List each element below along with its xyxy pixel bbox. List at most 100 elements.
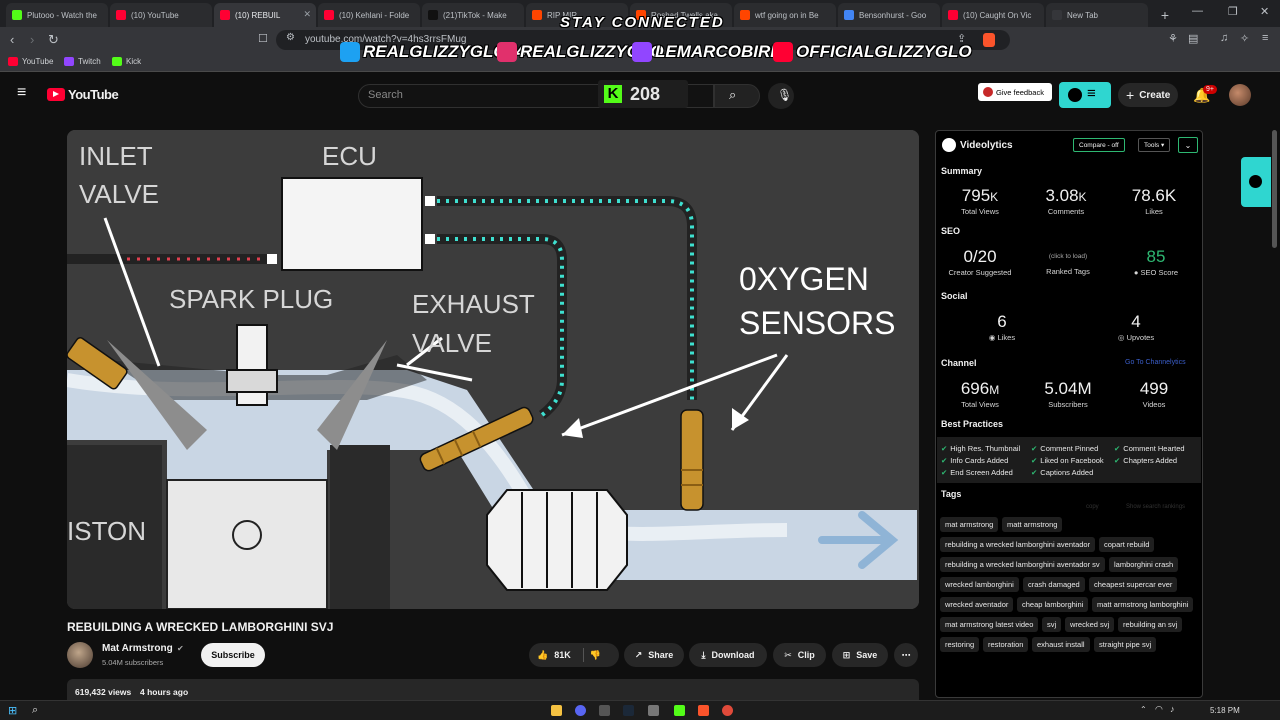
page-scrollbar[interactable]	[1272, 130, 1277, 248]
social-likes-label: ◉ Likes	[962, 333, 1042, 342]
download-button[interactable]: ⤓Download	[689, 643, 767, 667]
browser-tab[interactable]: wtf going on in Be	[734, 3, 836, 27]
extensions-icon[interactable]: ⚘	[1168, 33, 1178, 45]
video-player[interactable]: INLET VALVE ECU SPARK PLUG EXHAUST VALVE…	[67, 130, 919, 609]
browser-tab[interactable]: Roshad Twells aka	[630, 3, 732, 27]
copy-tags-link[interactable]: copy	[1086, 504, 1099, 510]
tag-chip[interactable]: wrecked aventador	[940, 597, 1014, 612]
subscribe-button[interactable]: Subscribe	[201, 643, 265, 667]
app-icon[interactable]	[599, 705, 610, 716]
browser-tab[interactable]: (10) REBUIL✕	[214, 3, 316, 27]
chrome-icon[interactable]	[722, 705, 733, 716]
forward-icon[interactable]: ›	[30, 32, 35, 47]
tag-chip[interactable]: straight pipe svj	[1094, 637, 1157, 652]
hamburger-menu-icon[interactable]: ≡	[17, 84, 27, 101]
close-tab-icon[interactable]: ✕	[303, 9, 311, 19]
tag-chip[interactable]: exhaust install	[1032, 637, 1090, 652]
media-icon[interactable]: ♫	[1220, 32, 1229, 44]
tag-chip[interactable]: lamborghini crash	[1109, 557, 1179, 572]
give-feedback-button[interactable]: Give feedback	[978, 83, 1052, 101]
bookmark-kick[interactable]: Kick	[112, 57, 141, 66]
menu-icon[interactable]: ≡	[1262, 32, 1269, 44]
tray-wifi-icon[interactable]: ◠	[1155, 704, 1163, 714]
user-avatar[interactable]	[1229, 84, 1251, 106]
address-bar[interactable]	[276, 30, 1010, 50]
tag-chip[interactable]: svj	[1042, 617, 1062, 632]
taskbar-clock[interactable]: 5:18 PM	[1210, 706, 1240, 715]
tag-chip[interactable]: cheap lamborghini	[1017, 597, 1089, 612]
channel-name[interactable]: Mat Armstrong	[102, 643, 173, 654]
bookmark-youtube[interactable]: YouTube	[8, 57, 53, 66]
browser-tab[interactable]: (10) Kehlani - Folde	[318, 3, 420, 27]
social-upvotes-label: ◎ Upvotes	[1096, 333, 1176, 342]
tag-chip[interactable]: wrecked svj	[1065, 617, 1115, 632]
browser-tab[interactable]: Plutooo - Watch the	[6, 3, 108, 27]
tag-chip[interactable]: mat armstrong	[940, 517, 999, 532]
tag-chip[interactable]: rebuilding a wrecked lamborghini aventad…	[940, 557, 1105, 572]
url-text[interactable]: youtube.com/watch?v=4hs3rrsFMug	[305, 34, 467, 45]
minimize-icon[interactable]: —	[1192, 5, 1203, 17]
leo-icon[interactable]: ✧	[1240, 33, 1250, 45]
app-icon[interactable]	[648, 705, 659, 716]
new-tab-button[interactable]: +	[1160, 7, 1170, 23]
save-button[interactable]: ⊞Save	[832, 643, 888, 667]
tag-chip[interactable]: cheapest supercar ever	[1089, 577, 1178, 592]
tag-chip[interactable]: mat armstrong latest video	[940, 617, 1039, 632]
site-info-icon[interactable]: ⚙	[286, 32, 295, 43]
bookmark-twitch[interactable]: Twitch	[64, 57, 101, 66]
tab-label: (10) Kehlani - Folde	[339, 10, 410, 20]
create-button[interactable]: + Create	[1118, 83, 1178, 107]
go-to-channelytics-link[interactable]: Go To Channelytics	[1125, 359, 1186, 366]
like-count[interactable]: 81K	[554, 650, 571, 660]
tray-volume-icon[interactable]: ♪	[1170, 704, 1175, 714]
discord-icon[interactable]	[575, 705, 586, 716]
clip-button[interactable]: ✂Clip	[773, 643, 826, 667]
browser-tab[interactable]: (10) YouTube	[110, 3, 212, 27]
close-icon[interactable]: ✕	[1260, 6, 1270, 18]
maximize-icon[interactable]: ❐	[1228, 6, 1238, 18]
collapse-chevron-icon[interactable]: ⌄	[1178, 137, 1198, 153]
vidiq-menu-button[interactable]	[1059, 82, 1111, 108]
browser-tab[interactable]: Bensonhurst - Goo	[838, 3, 940, 27]
tag-chip[interactable]: rebuilding a wrecked lamborghini aventad…	[940, 537, 1096, 552]
file-explorer-icon[interactable]	[551, 705, 562, 716]
compare-toggle[interactable]: Compare - off	[1073, 138, 1125, 152]
share-button[interactable]: ↗Share	[624, 643, 684, 667]
browser-tab[interactable]: RIP MIR	[526, 3, 628, 27]
search-button[interactable]	[714, 84, 760, 108]
stat-ranked-tags[interactable]: (click to load)Ranked Tags	[1028, 253, 1108, 276]
tag-chip[interactable]: matt armstrong	[1002, 517, 1063, 532]
bookmark-icon[interactable]: ☐	[258, 33, 268, 45]
tag-chip[interactable]: wrecked lamborghini	[940, 577, 1019, 592]
tag-chip[interactable]: rebuilding an svj	[1118, 617, 1183, 632]
voice-search-button[interactable]	[768, 83, 794, 109]
browser-tab[interactable]: (21)TikTok - Make	[422, 3, 524, 27]
back-icon[interactable]: ‹	[10, 32, 15, 47]
tag-chip[interactable]: copart rebuild	[1099, 537, 1155, 552]
search-input[interactable]: Search	[368, 89, 403, 101]
tag-chip[interactable]: restoration	[983, 637, 1029, 652]
tools-dropdown[interactable]: Tools ▾	[1138, 138, 1170, 152]
reload-icon[interactable]: ↻	[48, 32, 59, 47]
sidebar-icon[interactable]: ▤	[1188, 33, 1199, 45]
tray-chevron-icon[interactable]: ⌃	[1140, 705, 1147, 714]
steam-icon[interactable]	[623, 705, 634, 716]
share-page-icon[interactable]: ⇪	[957, 33, 967, 45]
tag-chip[interactable]: restoring	[940, 637, 980, 652]
more-actions-button[interactable]: ⋯	[894, 643, 918, 667]
description-box[interactable]	[67, 679, 919, 700]
browser-tab[interactable]: New Tab	[1046, 3, 1148, 27]
dislike-icon[interactable]: 👎	[589, 649, 601, 660]
channel-avatar[interactable]	[67, 642, 93, 668]
windows-start-icon[interactable]: ⊞	[8, 705, 18, 717]
taskbar-search-icon[interactable]: ⌕	[32, 704, 39, 716]
like-icon[interactable]: 👍	[537, 649, 549, 660]
browser-tab[interactable]: (10) Caught On Vic	[942, 3, 1044, 27]
brave-shield-icon[interactable]	[983, 33, 995, 47]
tag-chip[interactable]: matt armstrong lamborghini	[1092, 597, 1194, 612]
tag-chip[interactable]: crash damaged	[1023, 577, 1085, 592]
brave-browser-icon[interactable]	[698, 705, 709, 716]
kick-taskbar-icon[interactable]	[674, 705, 685, 716]
show-rankings-link[interactable]: Show search rankings	[1126, 504, 1186, 510]
youtube-logo-text[interactable]: YouTube	[68, 87, 119, 102]
